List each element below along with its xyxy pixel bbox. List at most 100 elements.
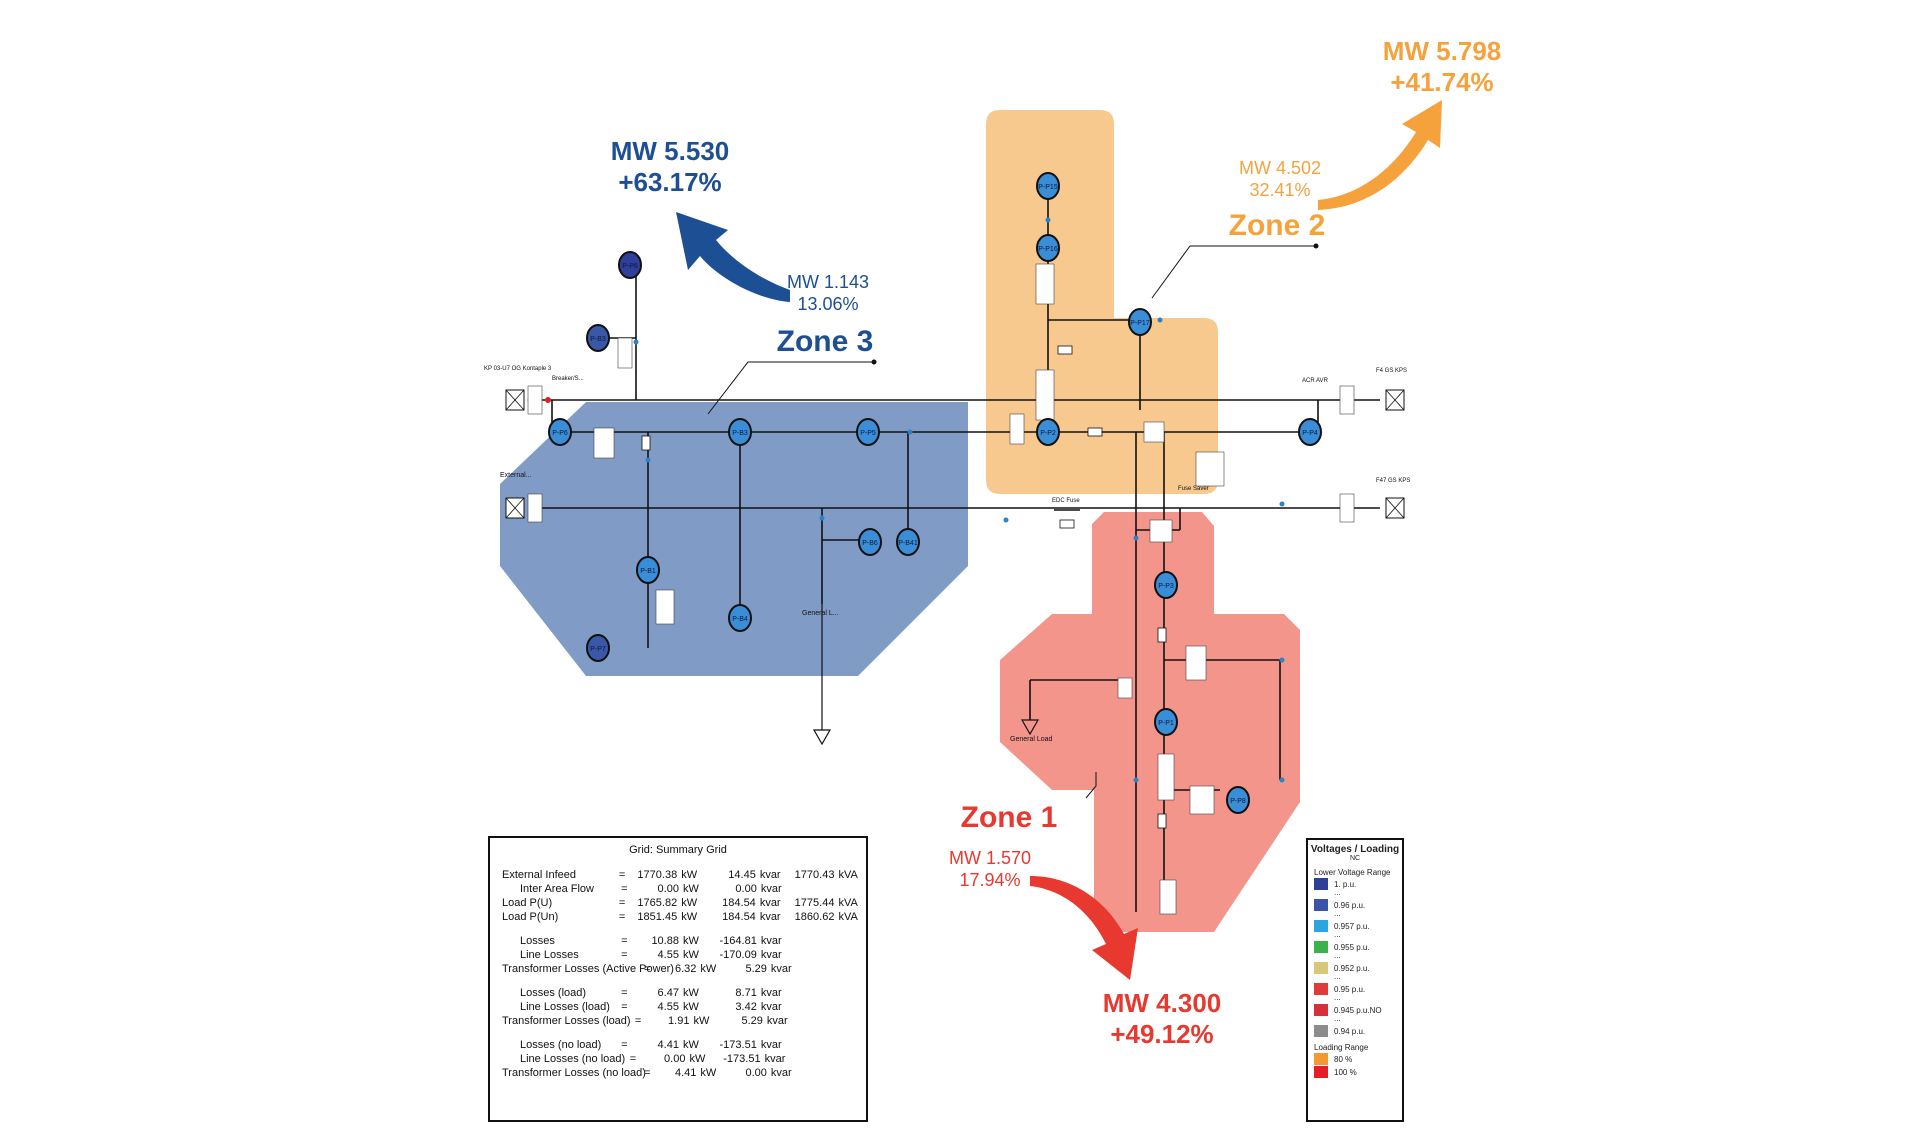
legend-item-label: 0.96 p.u. xyxy=(1334,900,1366,910)
zone1-export-arrow xyxy=(1030,876,1138,980)
summary-row-unit: kW xyxy=(681,869,698,881)
zone3-total-mw-value: MW 5.530 xyxy=(610,136,730,166)
summary-row-unit: kvar xyxy=(759,869,781,881)
summary-row-value: 1775.44 xyxy=(794,897,835,909)
bus-node[interactable] xyxy=(1226,786,1250,814)
summary-row-value xyxy=(788,1000,835,1014)
summary-row-unit xyxy=(835,882,866,896)
bus-node[interactable] xyxy=(636,556,660,584)
summary-row-value: 1860.62 xyxy=(794,911,835,923)
summary-row-value: 6.47 xyxy=(657,987,679,999)
bus-node[interactable] xyxy=(618,251,642,279)
summary-row-value: -173.51 xyxy=(723,1053,761,1065)
legend-loading-section: Loading Range xyxy=(1314,1043,1369,1052)
summary-row-value: 1770.43 xyxy=(794,869,835,881)
bus-node[interactable] xyxy=(728,418,752,446)
summary-row-eq: = xyxy=(644,963,651,975)
bus-node[interactable] xyxy=(586,634,610,662)
summary-row-label: Line Losses (no load) xyxy=(520,1053,626,1065)
legend-swatch xyxy=(1314,899,1328,911)
label-general-load-1: General L... xyxy=(802,610,839,617)
summary-row-label: Transformer Losses (no load) xyxy=(502,1067,646,1079)
summary-row-label: Line Losses xyxy=(520,949,579,961)
legend-subtitle: NC xyxy=(1349,855,1361,862)
summary-row-label: Transformer Losses (load) xyxy=(502,1015,631,1027)
summary-row-eq: = xyxy=(621,883,628,895)
legend-loading-list: 80 %100 % xyxy=(1308,1053,1402,1078)
summary-row-unit: kvar xyxy=(760,949,782,961)
summary-row-value: -170.09 xyxy=(719,949,757,961)
zone2-total-mw-value: MW 5.798 xyxy=(1382,36,1502,66)
summary-row-unit: kW xyxy=(682,949,699,961)
summary-row-unit xyxy=(836,1014,866,1028)
summary-row-unit: kvar xyxy=(759,911,781,923)
summary-row-unit: kvar xyxy=(760,987,782,999)
legend-ellipsis: ... xyxy=(1334,1014,1341,1023)
summary-row-unit: kvar xyxy=(770,1067,792,1079)
legend-ellipsis: ... xyxy=(1334,909,1341,918)
bus-node[interactable] xyxy=(548,418,572,446)
bus-node[interactable] xyxy=(586,324,610,352)
legend-ellipsis: ... xyxy=(1334,888,1341,897)
summary-row-eq: = xyxy=(621,935,628,947)
legend-ellipsis: ... xyxy=(1334,972,1341,981)
bus-node[interactable] xyxy=(728,604,752,632)
summary-row-eq: = xyxy=(621,949,628,961)
bus-node[interactable] xyxy=(1154,571,1178,599)
legend-item-label: 80 % xyxy=(1334,1054,1353,1064)
zone1-internal: MW 1.570 17.94% xyxy=(930,848,1050,891)
summary-row-unit: kvar xyxy=(760,1001,782,1013)
summary-row-value: 10.88 xyxy=(651,935,679,947)
legend-item-label: 0.952 p.u. xyxy=(1334,963,1370,973)
label-breaker: Breaker/S... xyxy=(552,376,584,382)
legend-item: 0.96 p.u. xyxy=(1308,899,1402,911)
bus-node-label: P-P6 xyxy=(622,263,638,270)
legend-item-label: 0.955 p.u. xyxy=(1334,942,1370,952)
summary-row-unit xyxy=(835,948,866,962)
legend-item: 0.94 p.u. xyxy=(1308,1025,1402,1037)
bus-node-label: P-B3 xyxy=(732,430,748,437)
summary-row-unit: kvar xyxy=(764,1053,786,1065)
bus-node[interactable] xyxy=(1298,418,1322,446)
legend-item: 80 % xyxy=(1308,1053,1402,1065)
summary-row-value xyxy=(788,948,835,962)
summary-row-value xyxy=(788,882,835,896)
summary-row-eq: = xyxy=(621,1001,628,1013)
zone3-total-mw: MW 5.530 +63.17% xyxy=(580,136,760,198)
summary-grid-box: Grid: Summary Grid External Infeed=1770.… xyxy=(488,836,868,1122)
legend-voltage-list: 1. p.u....0.96 p.u....0.957 p.u....0.955… xyxy=(1308,878,1402,1037)
summary-row-unit: kW xyxy=(700,1067,717,1079)
legend-item-label: 1. p.u. xyxy=(1334,879,1357,889)
bus-node[interactable] xyxy=(1128,308,1152,336)
summary-row-value: 8.71 xyxy=(735,987,757,999)
summary-row-value: 6.32 xyxy=(674,963,697,975)
bus-node-label: P-P1 xyxy=(1158,720,1174,727)
legend-title: Voltages / Loading xyxy=(1310,844,1400,855)
bus-node[interactable] xyxy=(1154,708,1178,736)
legend-swatch xyxy=(1314,962,1328,974)
summary-row-unit: kvar xyxy=(760,1039,782,1051)
bus-node[interactable] xyxy=(856,418,880,446)
bus-node[interactable] xyxy=(1036,172,1060,200)
bus-node[interactable] xyxy=(1036,234,1060,262)
bus-node[interactable] xyxy=(896,528,920,556)
bus-node-label: P-B41 xyxy=(898,540,918,547)
bus-node[interactable] xyxy=(858,528,882,556)
zone3-export-arrow xyxy=(676,212,790,302)
zone2-internal: MW 4.502 32.41% xyxy=(1220,158,1340,201)
summary-row-value: 4.55 xyxy=(657,949,679,961)
legend-item-label: 0.945 p.u.NO xyxy=(1334,1005,1382,1015)
zone1-area xyxy=(1000,512,1300,932)
bus-node[interactable] xyxy=(1036,418,1060,446)
label-feeder-right-bottom: F47 GS KPS xyxy=(1376,478,1411,484)
legend-swatch xyxy=(1314,1053,1328,1065)
legend-swatch xyxy=(1314,1066,1328,1078)
summary-row-value: 0.00 xyxy=(745,1067,767,1079)
voltage-loading-legend: Voltages / Loading NC Lower Voltage Rang… xyxy=(1306,838,1404,1122)
summary-row-label: Transformer Losses (Active Power) xyxy=(502,963,674,975)
